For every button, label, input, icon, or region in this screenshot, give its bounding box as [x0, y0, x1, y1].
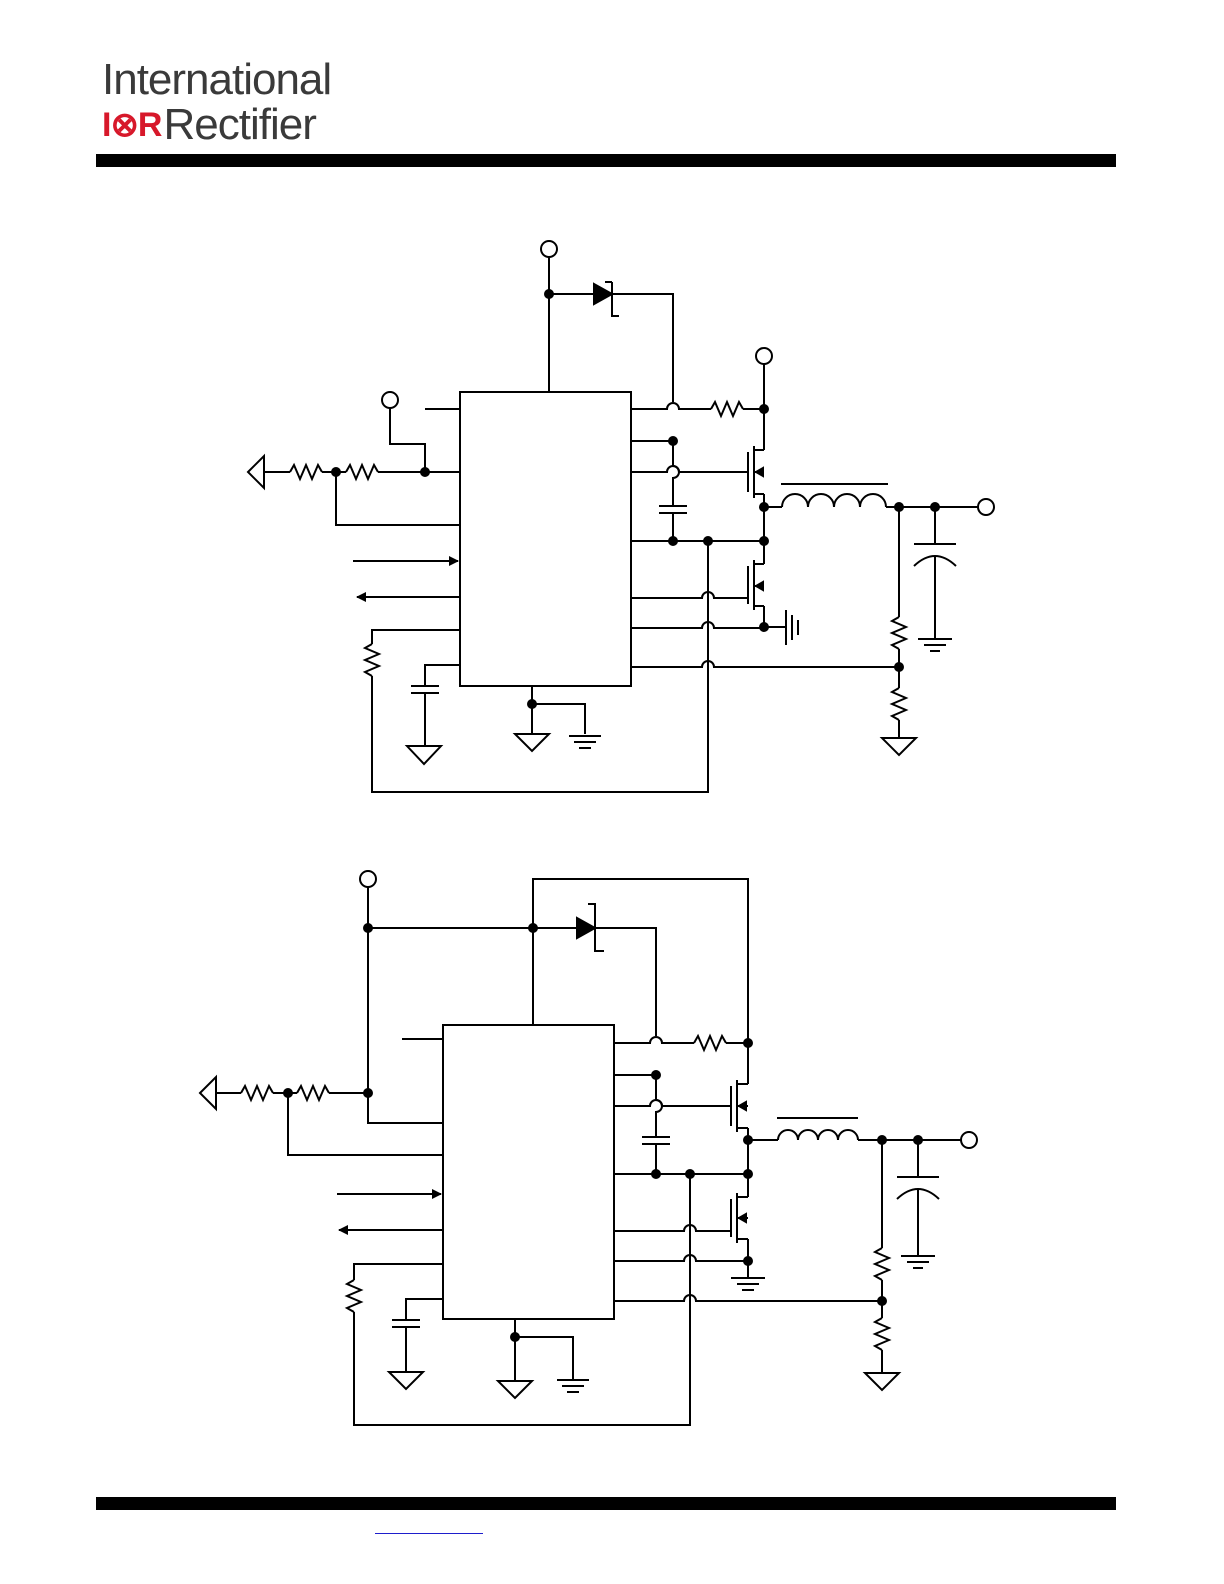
- comp-resistor-1: [362, 541, 709, 793]
- output-capacitor-2: [896, 1140, 940, 1269]
- high-side-mosfet-2: [730, 1076, 749, 1174]
- schematic-1: [246, 240, 995, 793]
- ior-logo-mark: I⊗R: [102, 106, 162, 144]
- ic-ground-1: [512, 686, 601, 753]
- logo-text-rectifier: Rectifier: [163, 100, 317, 149]
- controller-ic-1: [459, 391, 632, 687]
- low-side-mosfet-2: [614, 1174, 749, 1278]
- vin-terminal-1: [540, 240, 558, 258]
- power-ground-1: [785, 610, 799, 645]
- softstart-capacitor-1: [404, 664, 460, 766]
- schematic-2: [198, 870, 978, 1426]
- ic-ground-2: [495, 1319, 589, 1400]
- vcc-terminal-1: [381, 391, 399, 409]
- power-ground-2: [731, 1277, 765, 1291]
- feedback-divider-1: [879, 507, 919, 757]
- output-inductor-1: [764, 483, 986, 512]
- logo-line-rectifier: I⊗RRectifier: [102, 100, 317, 149]
- enable-resistor-divider-1: [246, 453, 460, 526]
- enable-resistor-divider-2: [198, 1074, 443, 1156]
- bootstrap-diode-2: [576, 903, 657, 1036]
- bootstrap-diode-1: [593, 281, 674, 402]
- header-rule: [96, 154, 1116, 167]
- softstart-capacitor-2: [386, 1298, 443, 1391]
- company-logo: International I⊗RRectifier: [102, 56, 332, 148]
- vin-terminal-2: [359, 870, 377, 888]
- footer-link[interactable]: [375, 1519, 483, 1534]
- vout-terminal-1: [977, 498, 995, 516]
- pvin-terminal-1: [755, 347, 773, 365]
- footer-rule: [96, 1497, 1116, 1510]
- comp-resistor-2: [344, 1174, 691, 1426]
- output-capacitor-1: [913, 507, 957, 652]
- feedback-divider-2: [862, 1140, 902, 1392]
- logo-text-international: International: [102, 55, 332, 104]
- output-inductor-2: [748, 1117, 969, 1145]
- low-side-mosfet-1: [631, 541, 765, 627]
- vout-terminal-2: [960, 1131, 978, 1149]
- high-side-mosfet-1: [747, 442, 765, 541]
- controller-ic-2: [442, 1024, 615, 1320]
